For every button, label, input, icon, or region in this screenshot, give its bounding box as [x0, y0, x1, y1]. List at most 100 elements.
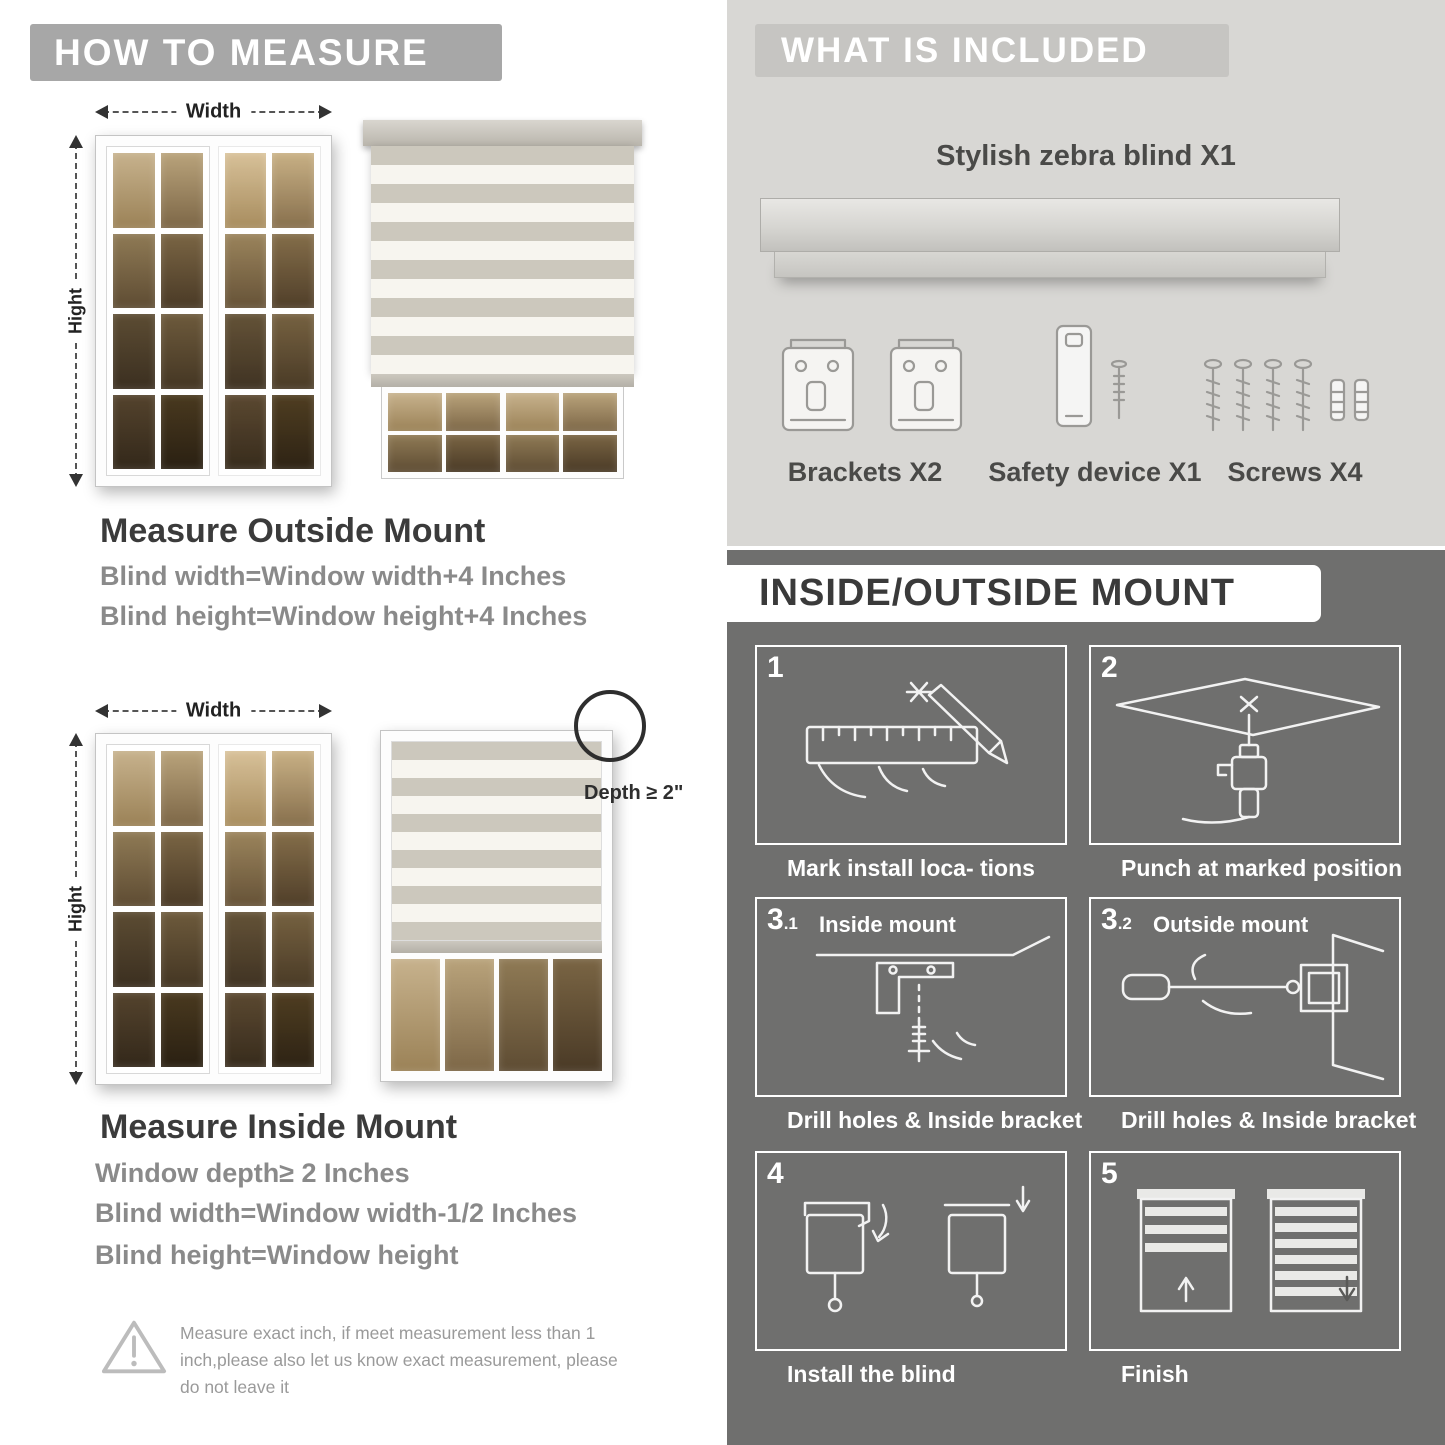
zebra-stripes — [391, 741, 602, 941]
window-pane — [563, 434, 617, 472]
window-pane — [160, 314, 203, 389]
window-pane — [505, 393, 560, 431]
brackets-icon — [781, 338, 963, 432]
width-arrow: Width — [95, 699, 332, 723]
step-number: 2 — [1101, 651, 1118, 684]
blind-bottom-rail — [371, 374, 634, 387]
window-pane — [445, 393, 500, 431]
how-to-measure-title: HOW TO MEASURE — [54, 31, 429, 73]
window-pane — [499, 959, 548, 1071]
depth-callout-circle — [574, 690, 646, 762]
arrow-right-head — [319, 704, 332, 718]
width-label: Width — [175, 699, 252, 723]
inside-mount-label: Inside mount — [819, 912, 956, 937]
what-is-included-banner: WHAT IS INCLUDED — [755, 24, 1229, 77]
height-arrow: Hight — [65, 135, 87, 487]
window-sashes — [106, 744, 321, 1074]
what-is-included-section: WHAT IS INCLUDED Stylish zebra blind X1 — [727, 0, 1445, 546]
window-pane — [563, 393, 617, 431]
window-pane — [160, 233, 203, 308]
window-pane — [224, 394, 267, 469]
step-number: 3.2 — [1101, 903, 1132, 936]
arrow-bottom-head — [69, 1072, 83, 1085]
step-number: 1 — [767, 651, 784, 684]
mount-instructions-section: INSIDE/OUTSIDE MOUNT 1 Mark install loca… — [727, 550, 1445, 1445]
window-pane — [113, 153, 155, 228]
window-pane — [113, 233, 155, 308]
blind-inside-illustration — [380, 730, 613, 1082]
inside-formula-height: Blind height=Window height — [95, 1240, 459, 1270]
arrow-top-head — [69, 135, 83, 148]
install-blind-illustration — [803, 1185, 1031, 1313]
window-pane — [224, 912, 267, 987]
window-pane — [160, 992, 203, 1067]
step-card-5: 5 Finish — [1089, 1151, 1401, 1387]
window-pane — [272, 394, 314, 469]
screws-label: Screws X4 — [1227, 457, 1363, 487]
window-pane — [224, 992, 267, 1067]
inside-formula-width: Blind width=Window width-1/2 Inches — [95, 1198, 578, 1228]
zebra-stripes — [371, 146, 634, 374]
outside-bracket-illustration — [1121, 933, 1385, 1081]
window-pane — [113, 992, 155, 1067]
drill-illustration — [1115, 677, 1381, 824]
window-pane — [224, 314, 267, 389]
arrow-bottom-head — [69, 474, 83, 487]
step-caption: Drill holes & Inside bracket — [787, 1107, 1083, 1133]
window-sash — [217, 146, 321, 476]
step-card-4: 4 Install the blind — [755, 1151, 1067, 1387]
window-pane — [553, 959, 602, 1071]
blind-headrail — [363, 120, 642, 146]
window-pane — [272, 314, 314, 389]
measure-inside-title: Measure Inside Mount — [100, 1108, 458, 1146]
safety-device-icon — [1055, 324, 1128, 428]
window-pane — [272, 831, 314, 906]
step-card-1: 1 Mark install loca- tions — [755, 645, 1067, 881]
window-pane — [445, 434, 500, 472]
height-label: Hight — [65, 878, 87, 940]
step-number: 5 — [1101, 1157, 1118, 1190]
step-caption: Finish — [1121, 1361, 1189, 1387]
width-arrow: Width — [95, 100, 332, 124]
screws-icon — [1203, 358, 1370, 432]
inside-bracket-illustration — [815, 935, 1051, 1063]
step-number: 4 — [767, 1157, 784, 1190]
window-sash — [388, 393, 500, 472]
window-pane — [272, 912, 314, 987]
depth-label: Depth ≥ 2" — [584, 782, 684, 804]
window-sash — [505, 393, 617, 472]
arrow-right-head — [319, 105, 332, 119]
outside-formula-width: Blind width=Window width+4 Inches — [100, 561, 567, 591]
step-card-3-1: 3.1 Inside mount Drill holes & Inside br… — [755, 897, 1082, 1133]
window-photo-outside — [95, 135, 332, 487]
window-pane — [113, 751, 155, 826]
window-pane — [113, 912, 155, 987]
safety-device-label: Safety device X1 — [988, 457, 1202, 487]
step-card-3-2: 3.2 Outside mount Drill holes & Inside b… — [1089, 897, 1416, 1133]
warning-icon — [101, 1320, 167, 1374]
how-to-measure-section: HOW TO MEASURE Width Hight — [0, 0, 722, 1445]
window-pane — [160, 831, 203, 906]
window-below-blind — [381, 387, 624, 479]
window-pane — [113, 394, 155, 469]
height-arrow: Hight — [65, 733, 87, 1085]
mark-location-illustration — [805, 681, 1009, 799]
window-pane — [224, 831, 267, 906]
arrow-top-head — [69, 733, 83, 746]
window-pane — [160, 912, 203, 987]
measurement-note: Measure exact inch, if meet measurement … — [180, 1323, 618, 1398]
height-label: Hight — [65, 280, 87, 342]
step-caption: Drill holes & Inside bracket — [1121, 1107, 1417, 1133]
step-caption: Mark install loca- tions — [787, 855, 1035, 881]
finish-illustration — [1137, 1189, 1365, 1313]
headrail-bottom-lip — [774, 252, 1326, 278]
outside-mount-label: Outside mount — [1153, 912, 1309, 937]
arrow-left-head — [95, 105, 108, 119]
zebra-blind-label: Stylish zebra blind X1 — [936, 140, 1236, 172]
brackets-label: Brackets X2 — [787, 457, 943, 487]
headrail-top-face — [760, 198, 1340, 252]
blind-bottom-rail — [391, 941, 602, 953]
window-sash — [106, 146, 210, 476]
measure-outside-title: Measure Outside Mount — [100, 512, 486, 550]
window-pane — [391, 959, 440, 1071]
